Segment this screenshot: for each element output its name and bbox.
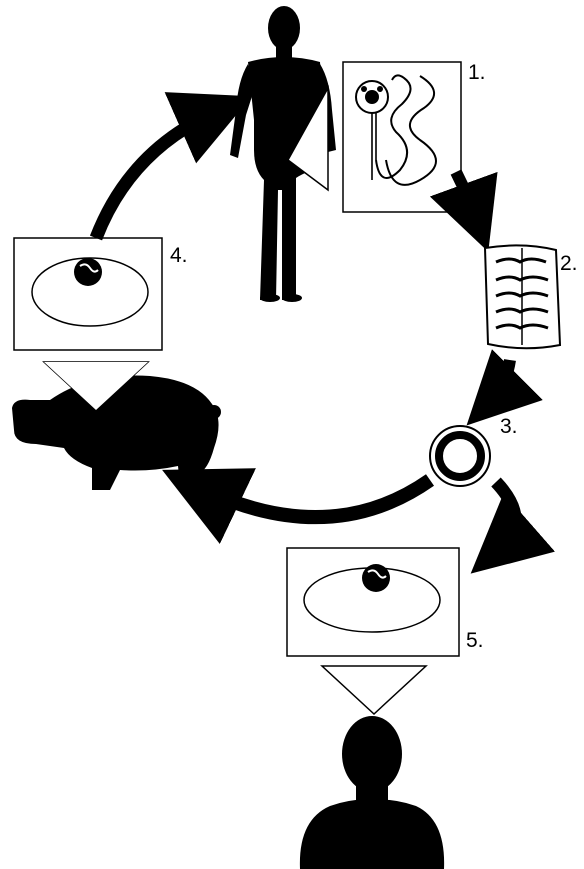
egg-icon [430,426,490,486]
step-1-label: 1. [468,62,486,83]
pig-icon [12,376,221,491]
arrow-3-to-pig [200,480,430,517]
step-5-box [287,548,459,656]
arrow-2-to-3 [492,360,510,400]
cysticercus-icon [32,258,148,326]
human-head-icon [300,716,444,869]
step-4-box [14,238,162,350]
pointer-triangle [322,666,426,714]
step-5-label: 5. [466,630,484,651]
step-2-label: 2. [560,253,578,274]
arrow-3-to-5 [496,482,515,548]
proglottid-icon [485,245,560,348]
step-1-box [343,62,461,212]
arrow-4-to-human [96,112,216,238]
step-3-label: 3. [500,416,518,437]
step-4-label: 4. [170,245,188,266]
